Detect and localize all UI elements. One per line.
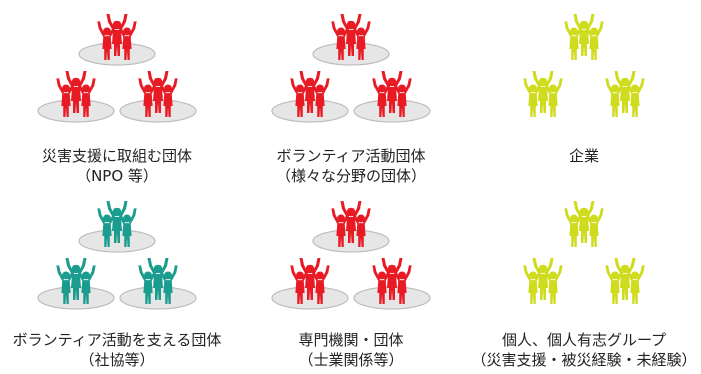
platform-ellipse [37,99,115,123]
people-cluster-icon [523,258,562,304]
group-label-line1: ボランティア活動を支える団体 [12,331,222,349]
group-label-line1: ボランティア活動団体 [276,147,426,165]
people-cluster-icon [523,71,562,117]
group-label: 専門機関・団体 （士業関係等） [234,330,468,370]
group-label-line2: （士業関係等） [298,351,404,369]
group-label: 災害支援に取組む団体 （NPO 等） [0,146,234,186]
people-cluster-icon [605,258,644,304]
platform-ellipse [37,286,115,310]
group-label: ボランティア活動団体 （様々な分野の団体） [234,146,468,186]
group-label-line1: 企業 [568,147,599,165]
group-tile-individuals: 個人、個人有志グループ （災害支援・被災経験・未経験） [467,187,701,374]
group-label: 個人、個人有志グループ （災害支援・被災経験・未経験） [467,330,701,370]
group-of-people-icon [467,0,701,140]
group-label-line1: 個人、個人有志グループ [501,331,667,349]
platform-ellipse [353,286,431,310]
platform-ellipse [353,99,431,123]
group-label-line1: 災害支援に取組む団体 [41,147,192,165]
platform-ellipse [312,229,390,253]
people-cluster-icon [564,14,603,60]
group-of-people-icon [271,187,431,310]
group-of-people-icon [271,0,431,123]
platform-ellipse [312,42,390,66]
group-label: ボランティア活動を支える団体 （社協等） [0,330,234,370]
group-tile-specialist-orgs: 専門機関・団体 （士業関係等） [234,187,468,374]
group-label-line2: （様々な分野の団体） [275,167,426,185]
platform-ellipse [119,286,197,310]
group-label-line2: （社協等） [79,351,155,369]
group-tile-volunteer-support-orgs: ボランティア活動を支える団体 （社協等） [0,187,234,374]
platform-ellipse [119,99,197,123]
group-tile-disaster-support-orgs: 災害支援に取組む団体 （NPO 等） [0,0,234,187]
group-of-people-icon [467,187,701,327]
people-cluster-icon [605,71,644,117]
group-label: 企業 [467,146,701,166]
platform-ellipse [78,42,156,66]
platform-ellipse [78,229,156,253]
group-of-people-icon [37,0,197,123]
group-label-line2: （災害支援・被災経験・未経験） [471,351,697,369]
group-tile-companies: 企業 [467,0,701,187]
group-of-people-icon [37,187,197,310]
people-cluster-icon [564,201,603,247]
platform-ellipse [271,286,349,310]
group-label-line2: （NPO 等） [76,167,158,185]
group-label-line1: 専門機関・団体 [298,331,404,349]
group-tile-volunteer-orgs: ボランティア活動団体 （様々な分野の団体） [234,0,468,187]
platform-ellipse [271,99,349,123]
